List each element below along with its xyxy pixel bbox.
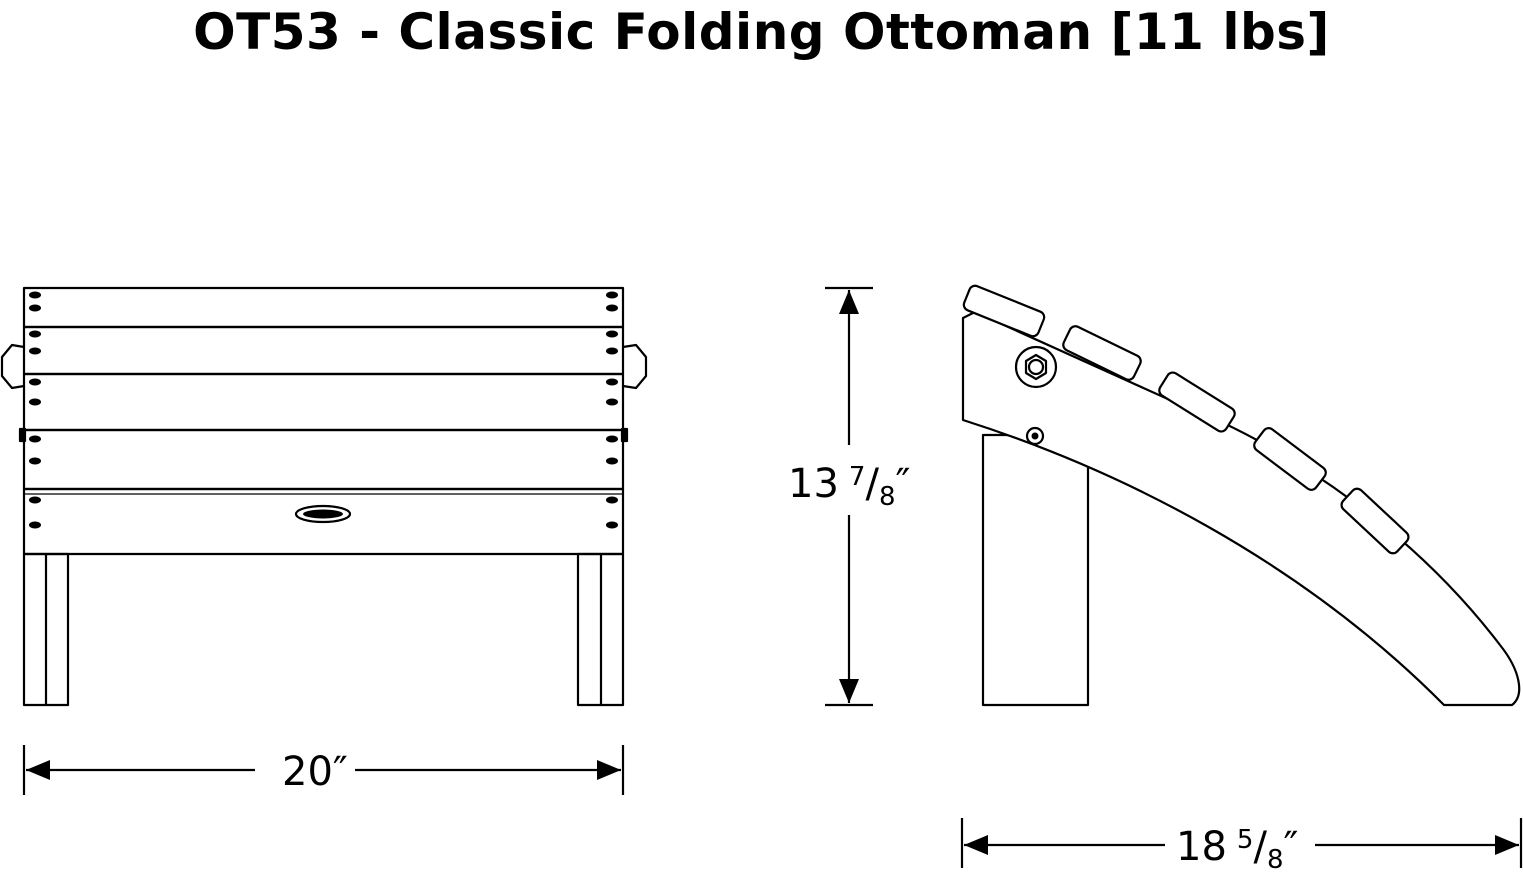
front-slat-2 [22,325,625,376]
depth-dimension [960,818,1523,868]
front-slat-3 [22,372,625,432]
front-slat-4 [22,428,625,491]
side-slats [962,284,1410,555]
right-bracket [622,343,648,390]
side-leg [981,433,1090,707]
handle-icon [294,504,352,524]
front-apron [22,487,625,556]
pivot-icon [1025,426,1045,446]
side-view [961,284,1521,707]
screw-holes-right [606,291,618,529]
front-view [0,286,648,707]
bolt-icon [1014,345,1058,389]
page-title: OT53 - Classic Folding Ottoman [11 lbs] [193,3,1330,61]
left-bracket [0,343,25,390]
screw-holes-left [29,291,41,529]
front-legs [22,552,625,707]
width-label: 20″ [282,749,348,795]
width-dimension [22,745,625,795]
height-dimension [825,286,873,707]
front-slat-1 [22,286,625,329]
